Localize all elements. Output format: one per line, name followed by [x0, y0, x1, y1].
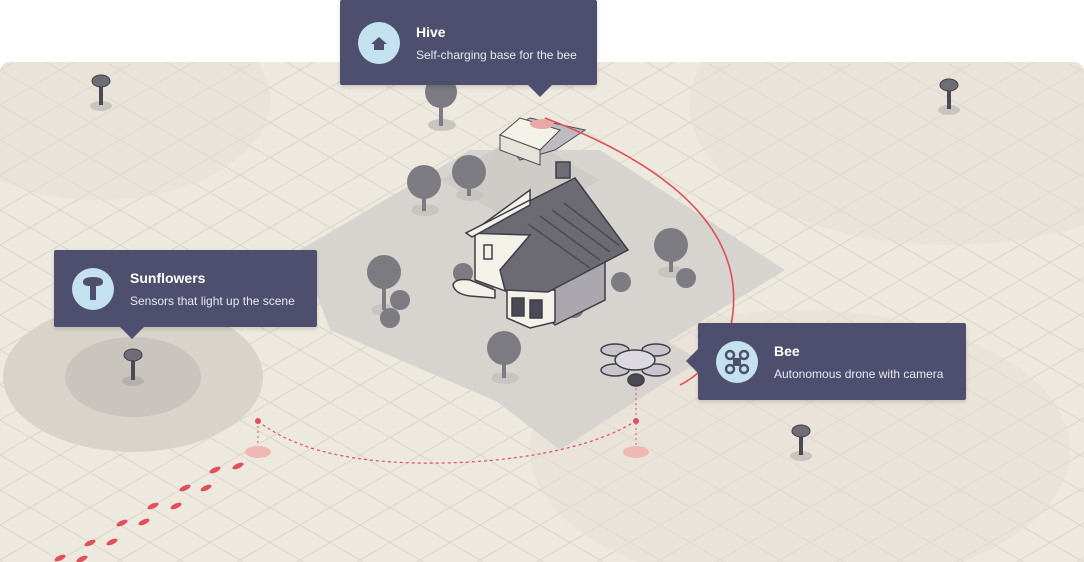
house-icon — [358, 21, 400, 64]
sensor-light-area — [0, 62, 270, 200]
sunflowers-description: Sensors that light up the scene — [130, 293, 295, 308]
trees — [367, 76, 696, 384]
footprints — [54, 462, 244, 562]
sunflowers-title: Sunflowers — [130, 269, 206, 286]
bee-callout[interactable]: Bee Autonomous drone with camera — [698, 323, 966, 400]
sunflowers-callout-pointer — [120, 327, 144, 339]
bee-callout-pointer — [686, 349, 698, 373]
hive-callout[interactable]: Hive Self-charging base for the bee — [340, 0, 597, 85]
hive-description: Self-charging base for the bee — [416, 47, 577, 62]
bee-description: Autonomous drone with camera — [774, 366, 944, 381]
hive-callout-pointer — [528, 85, 552, 97]
drone-icon — [716, 340, 758, 383]
yard-ground — [430, 280, 700, 450]
house — [452, 161, 630, 329]
sunflowers-callout[interactable]: Sunflowers Sensors that light up the sce… — [54, 250, 317, 327]
sensor-light-area — [690, 62, 1084, 245]
bee-drone — [600, 343, 671, 387]
bee-title: Bee — [774, 342, 800, 359]
sunflower-sensors — [90, 74, 960, 461]
hive-base — [499, 117, 587, 166]
hive-title: Hive — [416, 23, 446, 40]
lamp-icon — [72, 267, 114, 310]
